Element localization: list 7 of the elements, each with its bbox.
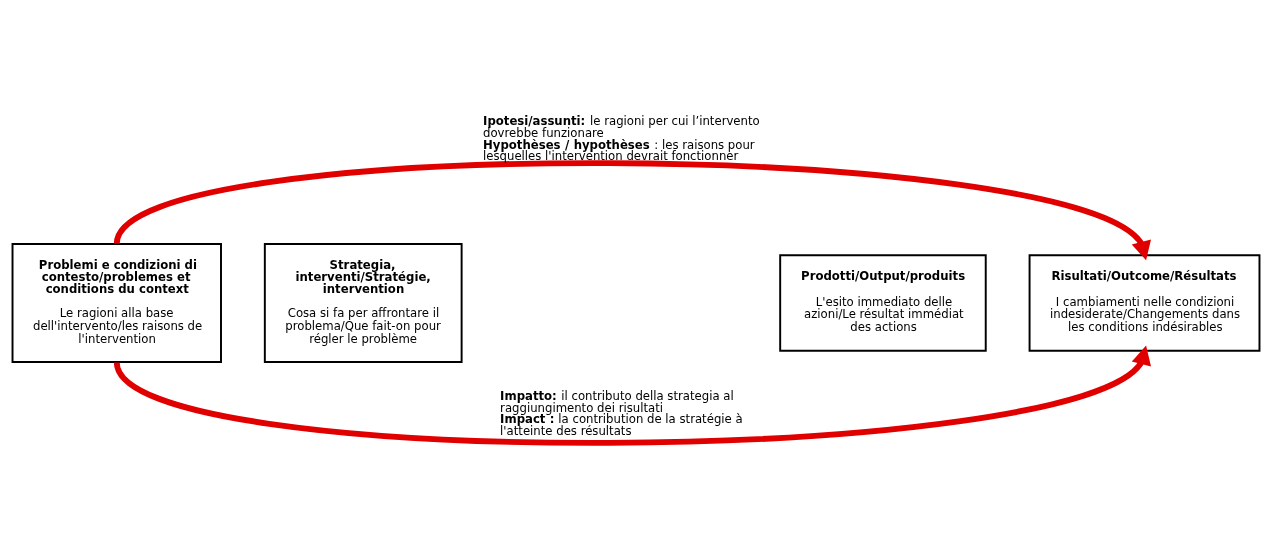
edge-label: Ipotesi/assunti: le ragioni per cui l’intervento dovrebbe funzionare Hypothèses / hypothèses : les raisons pour lesquelles l'intervention devrait fonctionner bbox=[483, 114, 760, 164]
node-box: Problemi e condizioni di contesto/problemes et conditions du context Le ragioni alla base dell'intervento/les raisons de l'intervention bbox=[11, 243, 222, 363]
node-box: Strategia, interventi/Stratégie, intervention Cosa si fa per affrontare il problema/Que fait-on pour régler le problème bbox=[263, 243, 463, 363]
node-box: Risultati/Outcome/Résultats I cambiamenti nelle condizioni indesiderate/Changements dans les conditions indésirables bbox=[1028, 254, 1261, 352]
edge-label: Impatto: il contributo della strategia al raggiungimento dei risultati Impact : la contribution de la stratégie à l'atteinte des résultats bbox=[500, 389, 743, 439]
arrow bbox=[114, 160, 1151, 261]
node-box: Prodotti/Output/produits L'esito immediato delle azioni/Le résultat immédiat des actions bbox=[779, 254, 987, 352]
